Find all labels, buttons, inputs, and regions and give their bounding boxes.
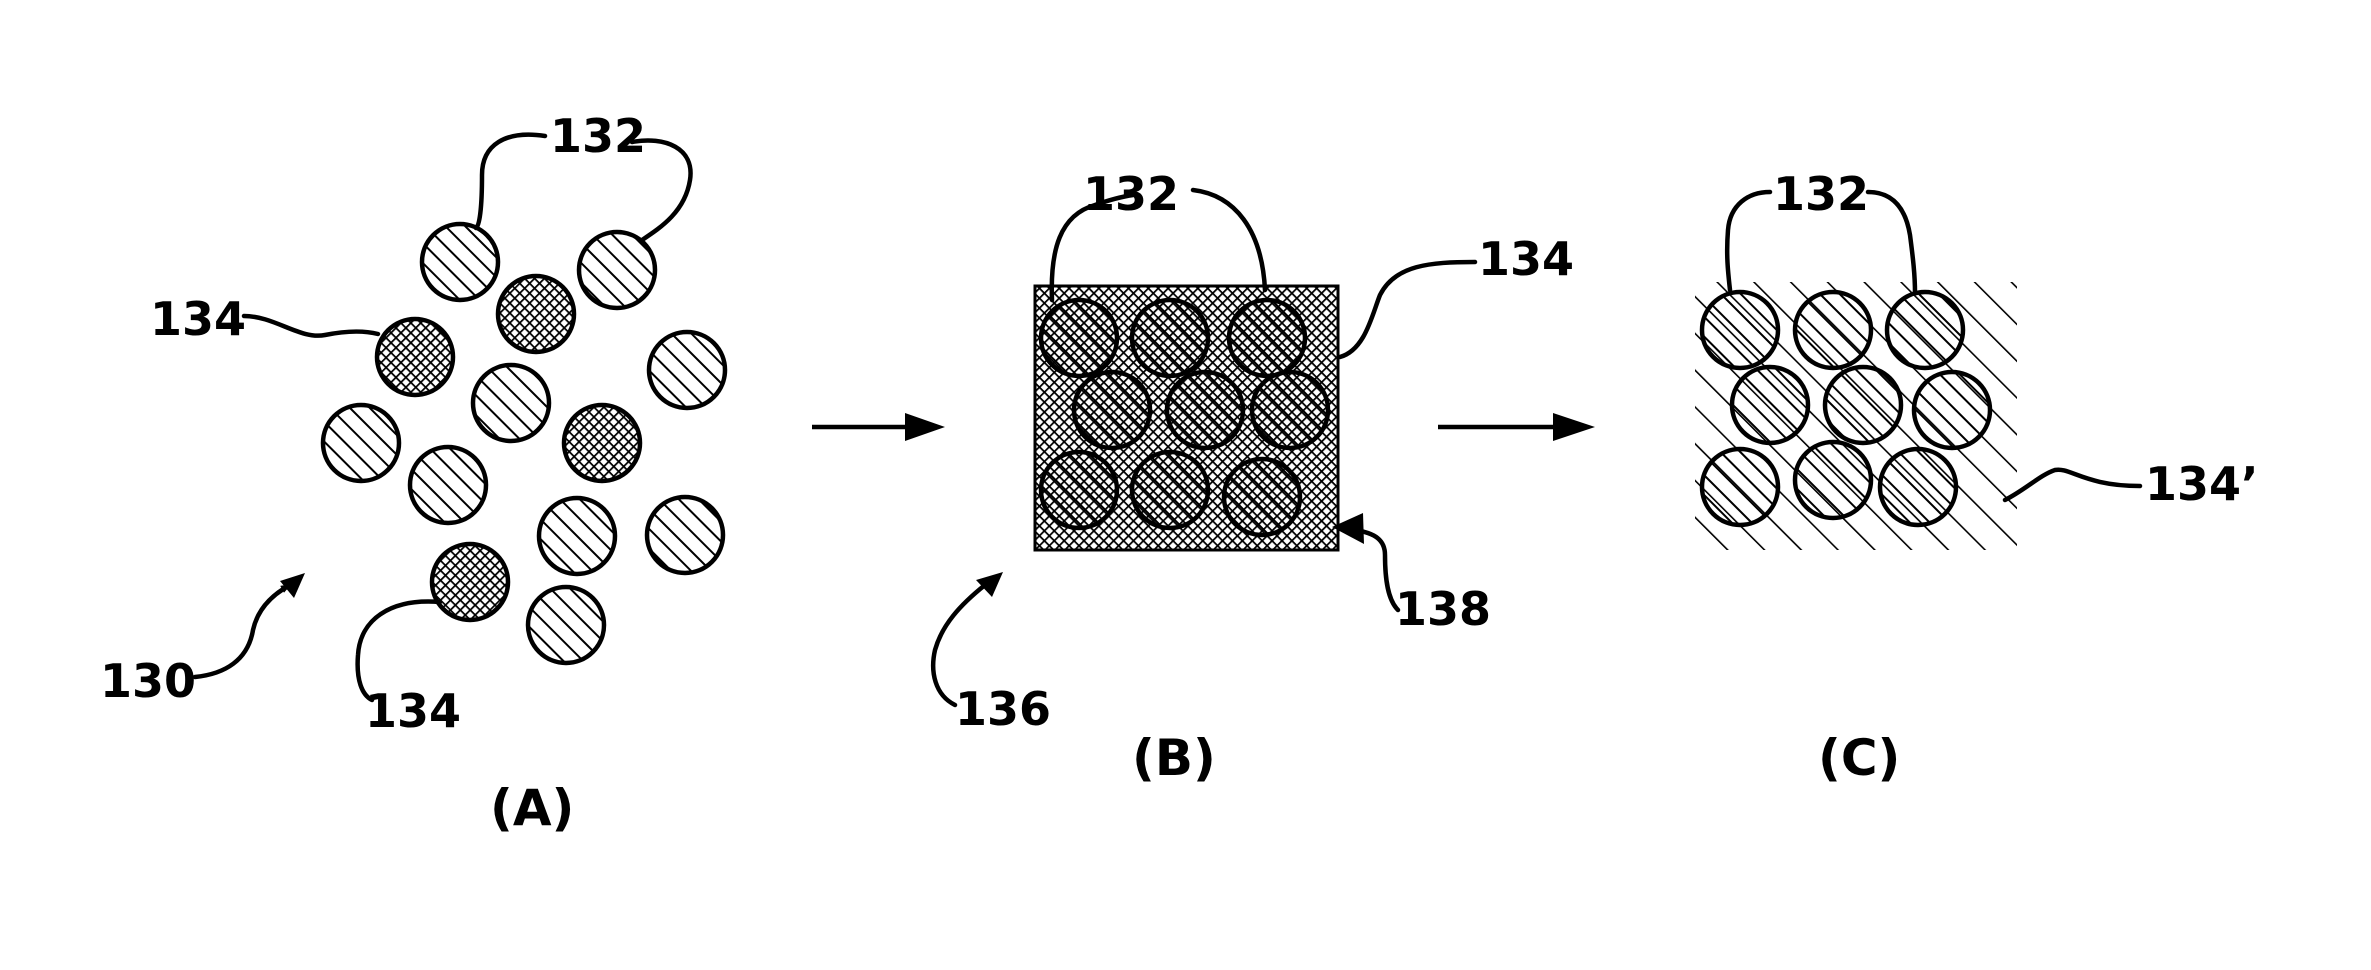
label-c-fiber: 132 xyxy=(1773,167,1869,221)
binder-particle xyxy=(498,276,574,352)
fiber-circle xyxy=(649,332,725,408)
fiber-circle xyxy=(1167,372,1243,448)
label-a-fiber: 132 xyxy=(550,109,646,163)
fiber-circle xyxy=(1132,300,1208,376)
label-b-matrix: 134 xyxy=(1478,232,1574,286)
panel-b-fibers xyxy=(1041,300,1328,535)
fiber-circle xyxy=(323,405,399,481)
label-a-binder-lower: 134 xyxy=(365,684,461,738)
fiber-circle xyxy=(1041,452,1117,528)
fiber-circle xyxy=(1252,372,1328,448)
panel-a: 132 134 134 130 (A) xyxy=(100,109,725,837)
leader-c-fiber-right xyxy=(1868,192,1915,293)
fiber-circle xyxy=(1914,372,1990,448)
binder-particle xyxy=(377,319,453,395)
leader-b-fiber-right xyxy=(1193,190,1265,290)
fiber-circle xyxy=(1795,442,1871,518)
fiber-circle xyxy=(1229,300,1305,376)
fiber-circle xyxy=(1224,459,1300,535)
leader-b-matrix xyxy=(1340,262,1475,357)
fiber-circle xyxy=(1702,292,1778,368)
process-arrow-b-to-c xyxy=(1438,413,1595,441)
fiber-circle xyxy=(1887,292,1963,368)
caption-c: (C) xyxy=(1818,729,1900,787)
leader-a-fiber-left xyxy=(476,135,545,228)
fiber-circle xyxy=(410,447,486,523)
leader-c-fiber-left xyxy=(1727,192,1770,290)
process-arrow-a-to-b xyxy=(812,413,945,441)
binder-particle xyxy=(432,544,508,620)
fiber-circle xyxy=(1825,367,1901,443)
fiber-circle xyxy=(1074,372,1150,448)
fiber-circle xyxy=(1132,452,1208,528)
panel-b: 132 134 138 136 (B) xyxy=(933,167,1574,787)
arrowhead-a-assembly xyxy=(280,573,305,598)
label-a-assembly: 130 xyxy=(100,654,196,708)
fiber-circle xyxy=(1702,449,1778,525)
binder-particle xyxy=(564,405,640,481)
fiber-circle xyxy=(1880,449,1956,525)
caption-a: (A) xyxy=(490,779,574,837)
leader-a-assembly xyxy=(195,585,290,677)
fiber-circle xyxy=(422,224,498,300)
fiber-circle xyxy=(539,498,615,574)
arrowhead-b-preform xyxy=(976,572,1003,597)
fiber-circle xyxy=(1732,367,1808,443)
leader-c-matrix xyxy=(2005,470,2140,500)
panel-c: 132 134’ (C) xyxy=(1695,167,2259,787)
label-c-matrix: 134’ xyxy=(2145,457,2259,511)
leader-a-binder-upper xyxy=(244,316,378,336)
fiber-circle xyxy=(1795,292,1871,368)
label-b-preform: 136 xyxy=(955,682,1051,736)
fiber-circle xyxy=(579,232,655,308)
label-a-binder-upper: 134 xyxy=(150,292,246,346)
fiber-circle xyxy=(647,497,723,573)
panel-c-fibers xyxy=(1702,292,1990,525)
fiber-circle xyxy=(1041,300,1117,376)
fiber-circle xyxy=(528,587,604,663)
fiber-circle xyxy=(473,365,549,441)
caption-b: (B) xyxy=(1132,729,1216,787)
label-b-edge: 138 xyxy=(1395,582,1491,636)
label-b-fiber: 132 xyxy=(1083,167,1179,221)
